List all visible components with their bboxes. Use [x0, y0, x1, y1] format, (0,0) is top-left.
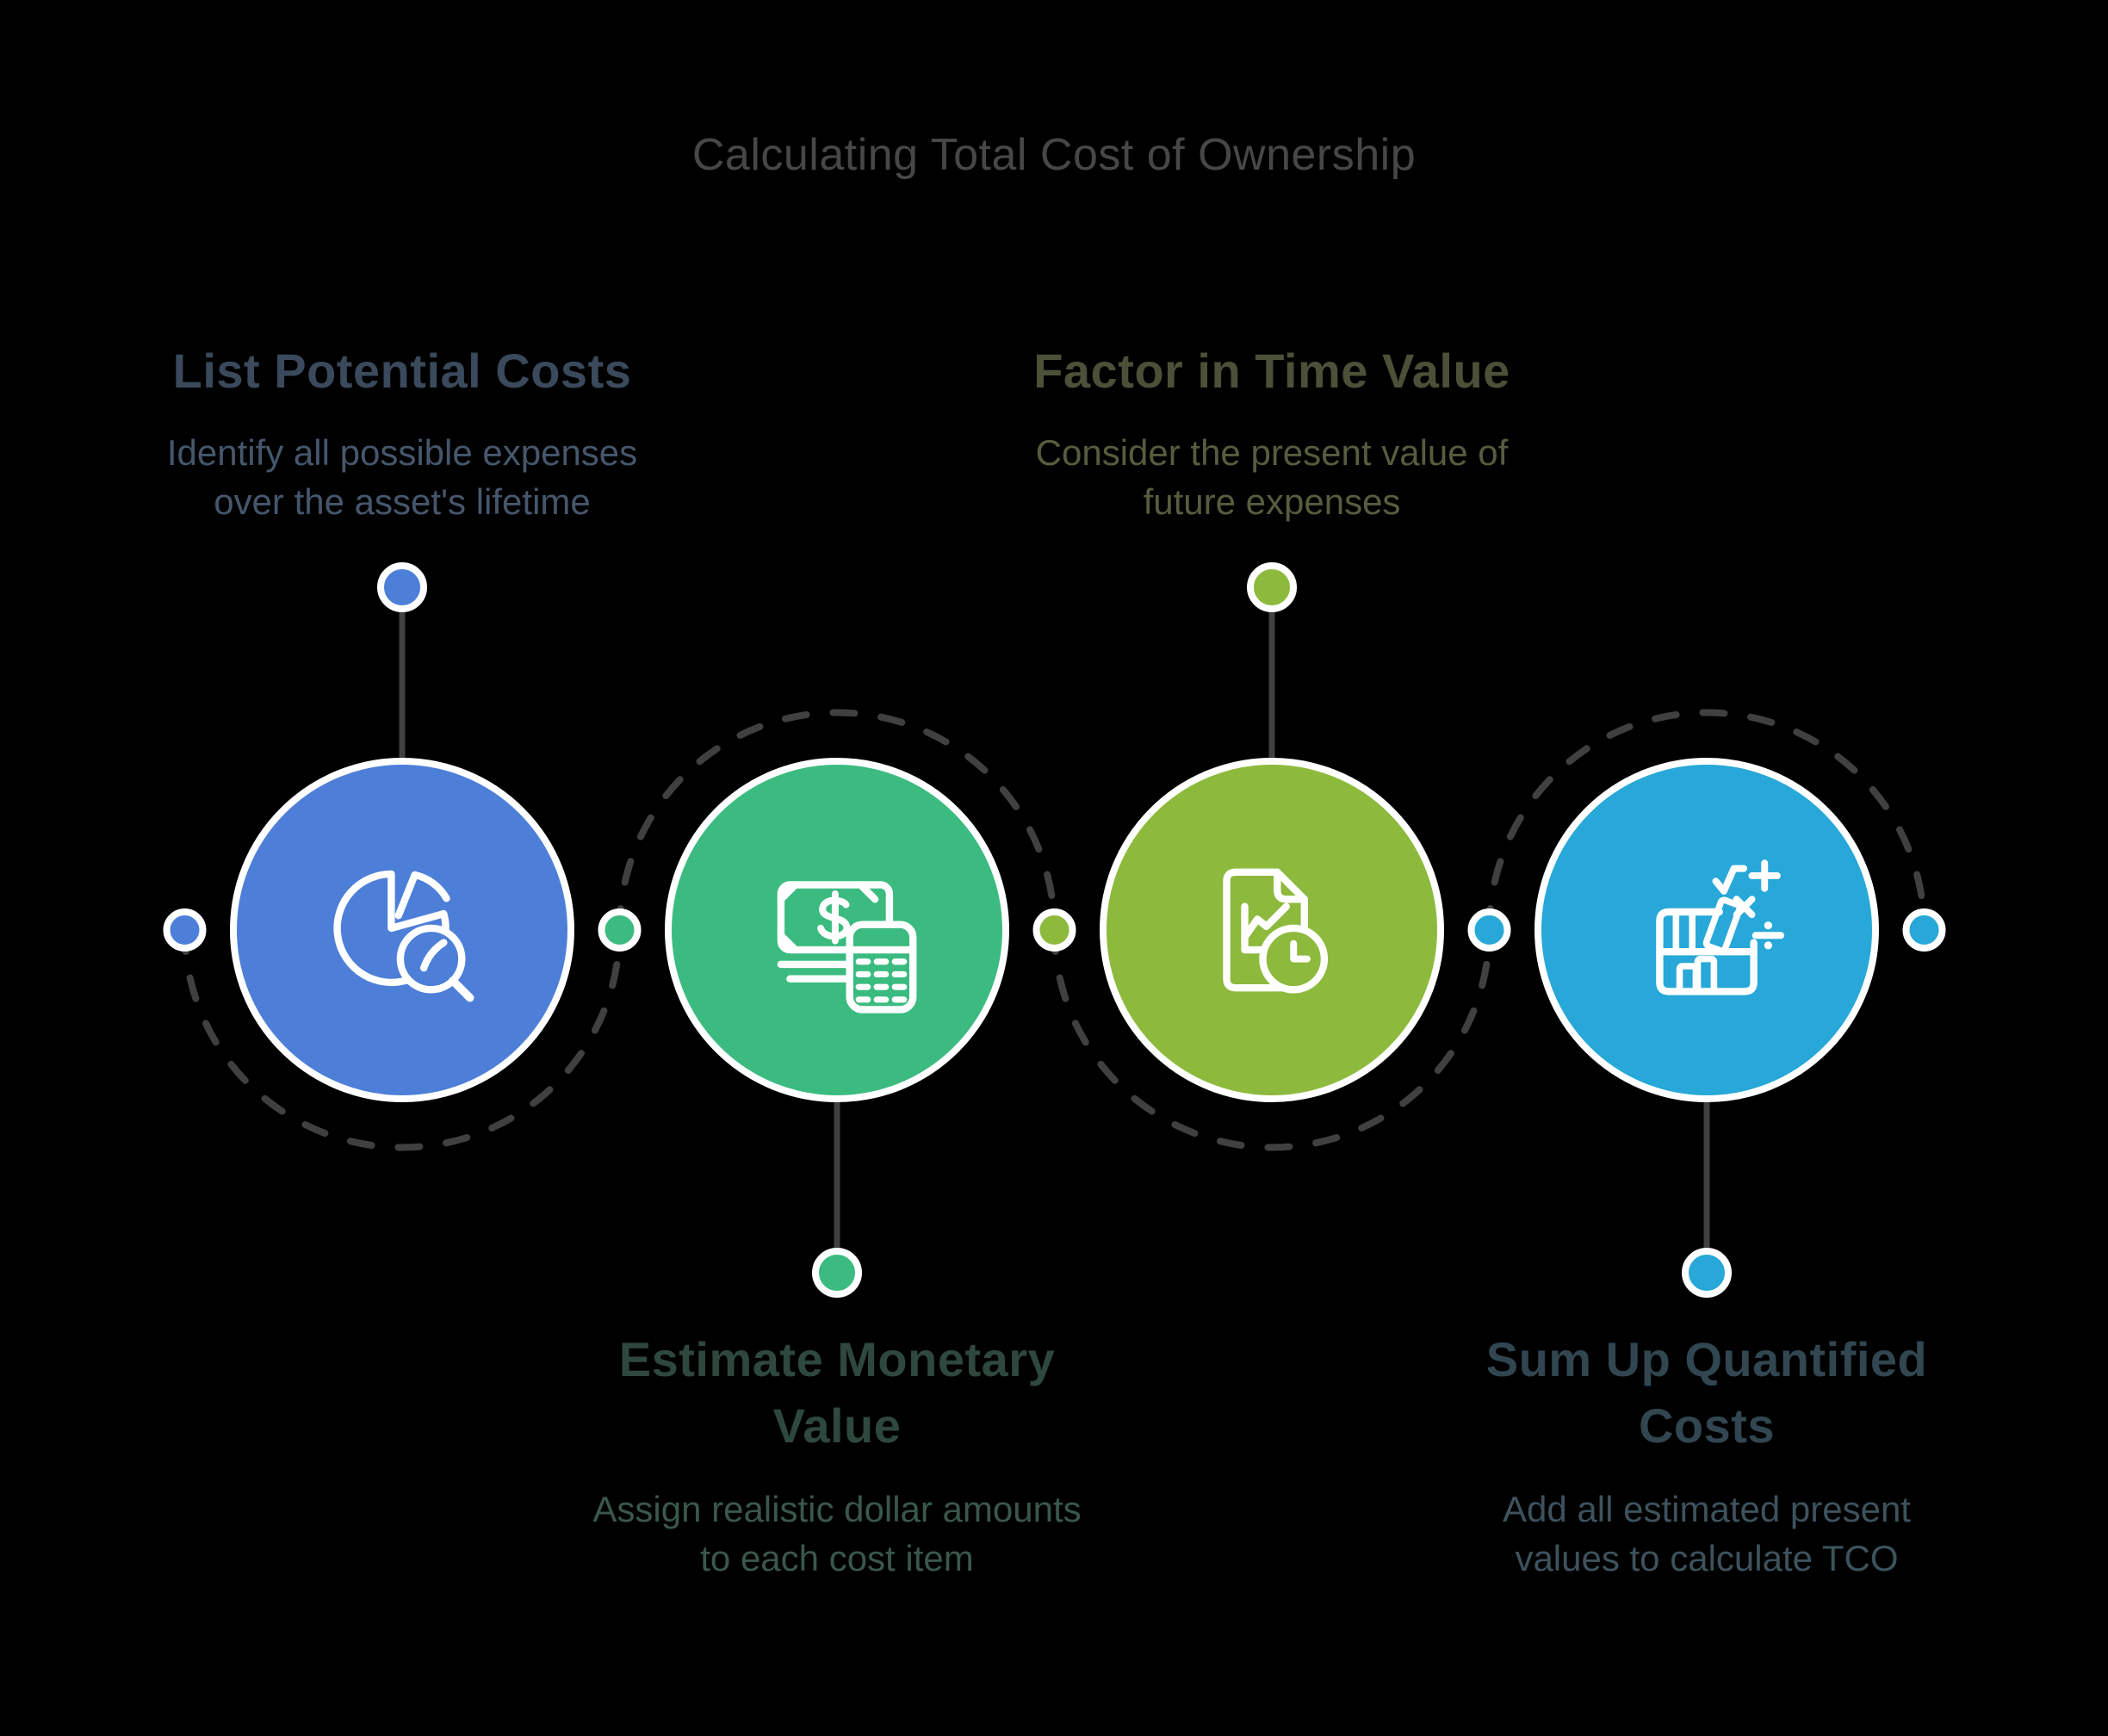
- step-1-description: Identify all possible expenses over the …: [109, 428, 695, 526]
- sqrt-symbol: [1712, 865, 1748, 895]
- step-2-heading-line: Estimate Monetary: [618, 1332, 1056, 1386]
- label-connectors: [399, 610, 1710, 1250]
- step-4-circle: [1534, 758, 1879, 1102]
- label-endpoint-dots: [377, 562, 1732, 1298]
- banknote: [777, 881, 894, 954]
- chart-line: [1241, 902, 1290, 941]
- clock-hands: [1290, 939, 1311, 963]
- junction-dot-2: [598, 908, 642, 952]
- banknote-corners: [777, 881, 879, 954]
- divide-dot-top: [1764, 921, 1773, 930]
- junction-dot-1: [163, 908, 207, 952]
- document-chart-clock-icon: [1223, 868, 1329, 994]
- endpoint-dot-4: [1682, 1248, 1732, 1298]
- divide-dot-bottom: [1764, 941, 1773, 950]
- step-1-heading: List Potential Costs: [109, 338, 695, 404]
- document-fold: [1274, 868, 1308, 903]
- dashed-arc-bottom-1: [181, 927, 623, 1151]
- step-3-desc-line: Consider the present value of: [1035, 432, 1509, 473]
- step-3-heading: Factor in Time Value: [979, 338, 1565, 404]
- path-junction-dots: [163, 908, 1946, 952]
- step-4-desc-line: Add all estimated present: [1503, 1489, 1911, 1529]
- bookshelf-math-icon: [1656, 859, 1785, 995]
- pie-chart-magnifier-icon: [333, 870, 474, 1002]
- junction-dot-4: [1467, 908, 1511, 952]
- lens-highlight: [419, 939, 448, 972]
- dollar-sign: [817, 890, 851, 945]
- tilted-book: [1702, 896, 1744, 954]
- page-title: Calculating Total Cost of Ownership: [691, 130, 1417, 180]
- step-2-desc-line: Assign realistic dollar amounts: [592, 1489, 1082, 1529]
- dashed-path: [181, 709, 1928, 1151]
- step-4-description: Add all estimated present values to calc…: [1423, 1485, 1991, 1583]
- step-2-heading: Estimate Monetary Value: [553, 1326, 1121, 1459]
- step-3-desc-line: future expenses: [1143, 481, 1401, 522]
- dashed-arc-top-4: [1485, 709, 1928, 933]
- step-3-heading-line: Factor in Time Value: [1033, 344, 1510, 398]
- step-4-heading: Sum Up Quantified Costs: [1423, 1326, 1991, 1459]
- magnifier-handle: [449, 976, 474, 1002]
- step-3-description: Consider the present value of future exp…: [979, 428, 1565, 526]
- cash-calculator-icon: [777, 881, 917, 1014]
- step-1-desc-line: Identify all possible expenses: [166, 432, 638, 473]
- dashed-arc-bottom-3: [1051, 927, 1493, 1151]
- cash-lines: [777, 960, 855, 983]
- step-3-label: Factor in Time Value Consider the presen…: [979, 338, 1565, 526]
- step-2-heading-line: Value: [772, 1398, 902, 1453]
- step-2-label: Estimate Monetary Value Assign realistic…: [553, 1326, 1121, 1583]
- step-2-description: Assign realistic dollar amounts to each …: [553, 1485, 1121, 1583]
- pie-slice: [394, 871, 450, 920]
- step-3-circle: [1100, 758, 1444, 1102]
- top-books: [1672, 908, 1696, 955]
- step-4-heading-line: Sum Up Quantified: [1485, 1332, 1928, 1386]
- endpoint-dot-2: [812, 1248, 862, 1298]
- bookcase: [1656, 908, 1758, 995]
- multiply-symbol: [1733, 896, 1756, 919]
- step-4-heading-line: Costs: [1638, 1398, 1776, 1453]
- step-1-heading-line: List Potential Costs: [172, 344, 632, 398]
- plus-symbol: [1748, 859, 1781, 892]
- calculator-buttons: [855, 958, 908, 1003]
- step-2-desc-line: to each cost item: [700, 1538, 974, 1578]
- step-1-desc-line: over the asset's lifetime: [214, 481, 591, 522]
- step-4-label: Sum Up Quantified Costs Add all estimate…: [1423, 1326, 1991, 1583]
- step-1-circle: [230, 758, 574, 1102]
- step-4-desc-line: values to calculate TCO: [1515, 1538, 1899, 1578]
- endpoint-dot-1: [377, 562, 427, 612]
- bottom-book-2: [1694, 955, 1718, 995]
- junction-dot-3: [1032, 908, 1076, 952]
- dashed-arc-top-2: [616, 709, 1058, 933]
- step-1-label: List Potential Costs Identify all possib…: [109, 338, 695, 526]
- junction-dot-5: [1902, 908, 1946, 952]
- endpoint-dot-3: [1247, 562, 1297, 612]
